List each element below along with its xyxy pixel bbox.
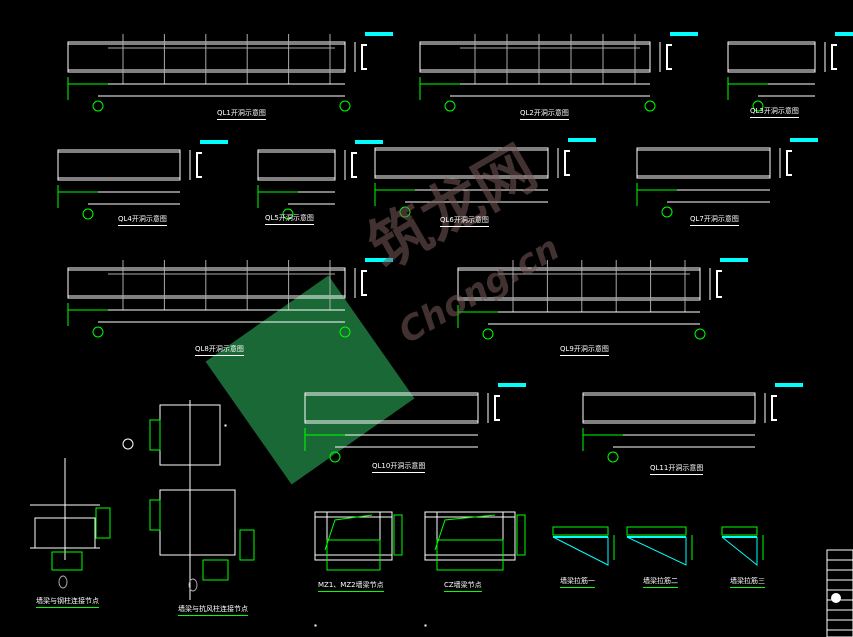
- axis-circle: [122, 438, 134, 450]
- beam-outline: [304, 392, 479, 424]
- tie-diagonal: [552, 536, 609, 566]
- beam-outline: [67, 267, 346, 299]
- beam-outline: [457, 267, 701, 301]
- section-tag: [670, 32, 698, 36]
- section-tag: [568, 138, 596, 142]
- axis-circle: [444, 100, 456, 112]
- drawing-rect: [436, 539, 504, 571]
- axis-circle: [92, 100, 104, 112]
- drawing-rect: [159, 489, 236, 556]
- section-tag: [720, 258, 748, 262]
- drawing-rect: [202, 559, 229, 581]
- channel-section-icon: [361, 44, 367, 70]
- watermark-logo-square: [205, 275, 415, 485]
- axis-circle: [661, 206, 673, 218]
- channel-section-icon: [361, 270, 367, 296]
- axis-circle: [482, 328, 494, 340]
- tie-diagonal: [721, 536, 758, 567]
- watermark-logo: [205, 275, 415, 485]
- beam-label-ql9: QL9开洞示意图: [560, 344, 609, 356]
- beam-label-ql6: QL6开洞示意图: [440, 215, 489, 227]
- drawing-rect: [516, 514, 526, 556]
- detail-label-6: 墙梁拉筋二: [643, 576, 678, 588]
- axis-circle: [339, 100, 351, 112]
- axis-circle: [607, 451, 619, 463]
- drawing-rect: [424, 554, 516, 561]
- channel-section-icon: [666, 44, 672, 70]
- section-tag: [365, 258, 393, 262]
- beam-outline: [257, 149, 336, 181]
- beam-label-ql5: QL5开洞示意图: [265, 213, 314, 225]
- beam-outline: [582, 392, 756, 424]
- tie-diagonal: [626, 536, 687, 566]
- axis-ellipse: [188, 578, 198, 592]
- drawing-rect: [314, 624, 317, 627]
- section-tag: [498, 383, 526, 387]
- detail-label-3: MZ1、MZ2墙梁节点: [318, 580, 384, 592]
- drawing-rect: [224, 424, 227, 427]
- beam-label-ql7: QL7开洞示意图: [690, 214, 739, 226]
- channel-section-icon: [494, 395, 500, 421]
- axis-circle: [282, 208, 294, 220]
- channel-section-icon: [771, 395, 777, 421]
- axis-circle: [399, 206, 411, 218]
- title-block: [826, 549, 853, 637]
- drawing-rect: [314, 554, 393, 561]
- drawing-rect: [149, 499, 161, 531]
- channel-section-icon: [564, 150, 570, 176]
- logo-circle: [831, 593, 841, 603]
- section-tag: [200, 140, 228, 144]
- beam-label-ql11: QL11开洞示意图: [650, 463, 704, 475]
- section-tag: [365, 32, 393, 36]
- drawing-rect: [424, 624, 427, 627]
- axis-circle: [92, 326, 104, 338]
- axis-circle: [644, 100, 656, 112]
- section-tag: [775, 383, 803, 387]
- channel-section-icon: [716, 270, 722, 298]
- section-tag: [790, 138, 818, 142]
- channel-section-icon: [831, 44, 837, 70]
- beam-label-ql8: QL8开洞示意图: [195, 344, 244, 356]
- beam-label-ql10: QL10开洞示意图: [372, 461, 426, 473]
- detail-label-1: 墙梁与钢柱连接节点: [36, 596, 99, 608]
- beam-outline: [57, 149, 181, 181]
- detail-label-5: 墙梁拉筋一: [560, 576, 595, 588]
- axis-circle: [82, 208, 94, 220]
- beam-outline: [727, 41, 816, 73]
- detail-label-2: 墙梁与抗风柱连接节点: [178, 604, 248, 616]
- section-tag: [835, 32, 853, 36]
- drawing-rect: [51, 551, 83, 571]
- beam-label-ql2: QL2开洞示意图: [520, 108, 569, 120]
- axis-circle: [752, 100, 764, 112]
- axis-circle: [694, 328, 706, 340]
- beam-label-ql3: QL3开洞示意图: [750, 106, 799, 118]
- beam-outline: [67, 41, 346, 73]
- drawing-rect: [721, 526, 758, 536]
- beam-outline: [374, 147, 549, 179]
- axis-circle: [329, 451, 341, 463]
- brace-line: [324, 514, 373, 551]
- channel-section-icon: [351, 152, 357, 178]
- detail-label-7: 墙梁拉筋三: [730, 576, 765, 588]
- section-tag: [355, 140, 383, 144]
- beam-outline: [419, 41, 651, 73]
- brace-line: [434, 514, 496, 551]
- drawing-rect: [149, 419, 161, 451]
- drawing-rect: [393, 514, 403, 556]
- beam-outline: [636, 147, 771, 179]
- beam-label-ql4: QL4开洞示意图: [118, 214, 167, 226]
- drawing-rect: [326, 539, 381, 571]
- drawing-rect: [626, 526, 687, 536]
- detail-label-4: CZ墙梁节点: [444, 580, 482, 592]
- beam-label-ql1: QL1开洞示意图: [217, 108, 266, 120]
- channel-section-icon: [786, 150, 792, 176]
- channel-section-icon: [196, 152, 202, 178]
- drawing-rect: [552, 526, 609, 536]
- axis-ellipse: [58, 575, 68, 589]
- drawing-rect: [424, 511, 516, 518]
- drawing-rect: [95, 507, 111, 539]
- drawing-rect: [239, 529, 255, 561]
- axis-circle: [339, 326, 351, 338]
